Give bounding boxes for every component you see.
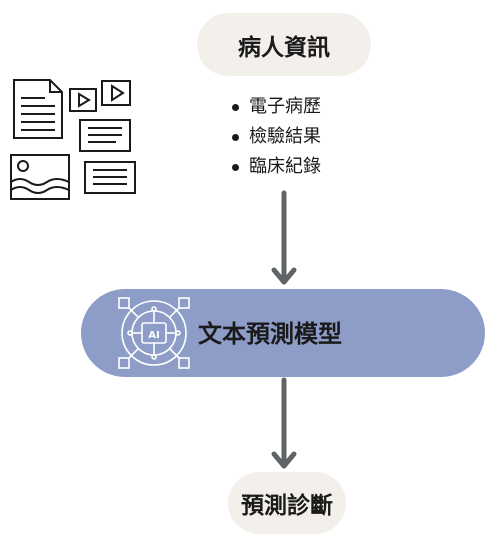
- text-card-icon: [84, 161, 136, 194]
- video-icon: [69, 88, 97, 112]
- document-icon: [13, 79, 63, 139]
- text-card-icon: [79, 119, 131, 152]
- patient-info-title: 病人資訊: [238, 34, 330, 61]
- arrow-input-to-model: [271, 190, 297, 285]
- patient-info-list: 電子病歷 檢驗結果 臨床紀錄: [232, 92, 321, 182]
- ai-chip-label: AI: [148, 330, 159, 341]
- list-item: 檢驗結果: [232, 122, 321, 152]
- image-icon: [10, 154, 70, 200]
- list-item: 電子病歷: [232, 92, 321, 122]
- arrow-model-to-output: [271, 377, 297, 469]
- list-item: 臨床紀錄: [232, 152, 321, 182]
- model-title: 文本預測模型: [198, 320, 342, 348]
- video-icon: [101, 80, 131, 106]
- predicted-diagnosis-node: 預測診斷: [228, 472, 346, 534]
- text-prediction-model-node: [81, 289, 485, 377]
- predicted-diagnosis-title: 預測診斷: [241, 493, 333, 519]
- patient-info-node: 病人資訊: [197, 13, 371, 76]
